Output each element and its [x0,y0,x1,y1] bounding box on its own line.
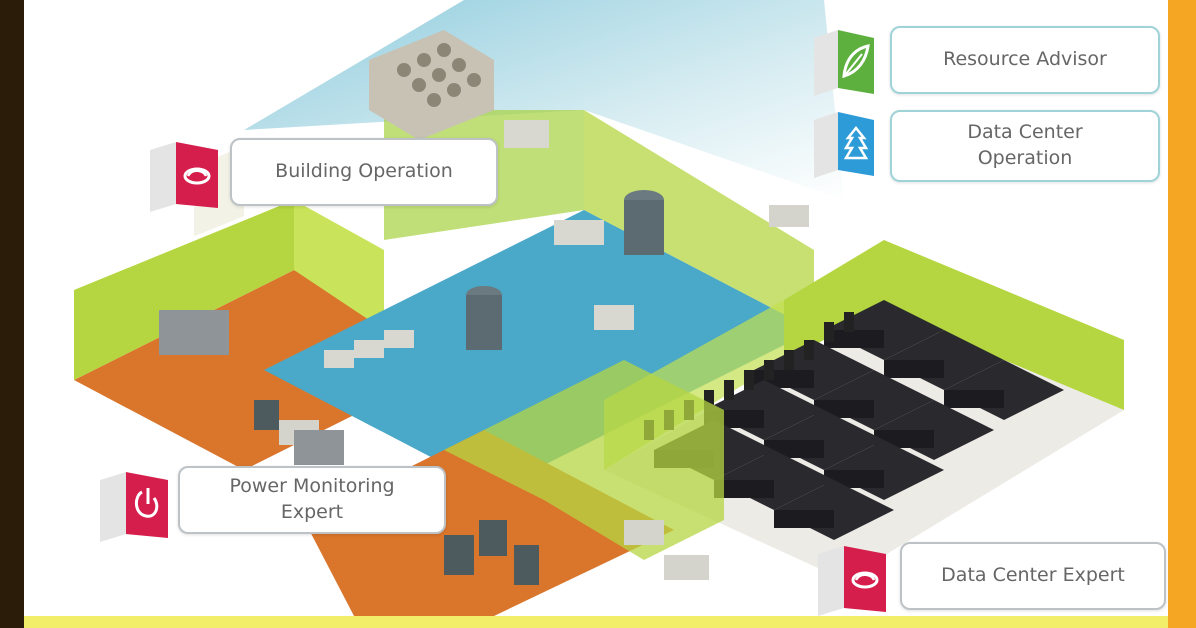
building-operation-label: Building Operation [230,138,498,206]
left-room-side-wall [294,200,384,330]
tree-icon [814,112,874,178]
lower-room-wall [444,360,724,560]
left-frame-bar [0,0,24,628]
data-center-expert-text: Data Center Expert [941,564,1125,587]
data-hall-back-wall [784,240,1124,410]
data-center-operation-line1: Data Center [967,121,1083,144]
cooling-unit [369,30,494,140]
central-right-wall [584,110,814,330]
data-center-expert-label: Data Center Expert [900,542,1166,610]
bottom-strip [24,616,1168,628]
data-center-operation-line2: Operation [977,147,1073,169]
resource-advisor-text: Resource Advisor [943,48,1107,71]
data-center-operation-label: Data Center Operation [890,110,1160,182]
left-room-back-wall [74,200,294,380]
illustration-canvas: Resource Advisor Data Center Operation B… [24,0,1168,616]
central-blue-floor [264,210,814,490]
swirl-icon [818,546,886,616]
right-frame-bar [1168,0,1196,628]
resource-advisor-label: Resource Advisor [890,26,1160,94]
building-operation-text: Building Operation [275,160,453,183]
swirl-icon [150,142,218,212]
power-icon [100,472,168,542]
power-monitoring-line1: Power Monitoring [229,475,395,498]
power-monitoring-line2: Expert [280,501,344,523]
power-monitoring-expert-label: Power Monitoring Expert [178,466,446,534]
data-center-isometric-illustration [74,0,1124,616]
leaf-icon [814,30,874,96]
